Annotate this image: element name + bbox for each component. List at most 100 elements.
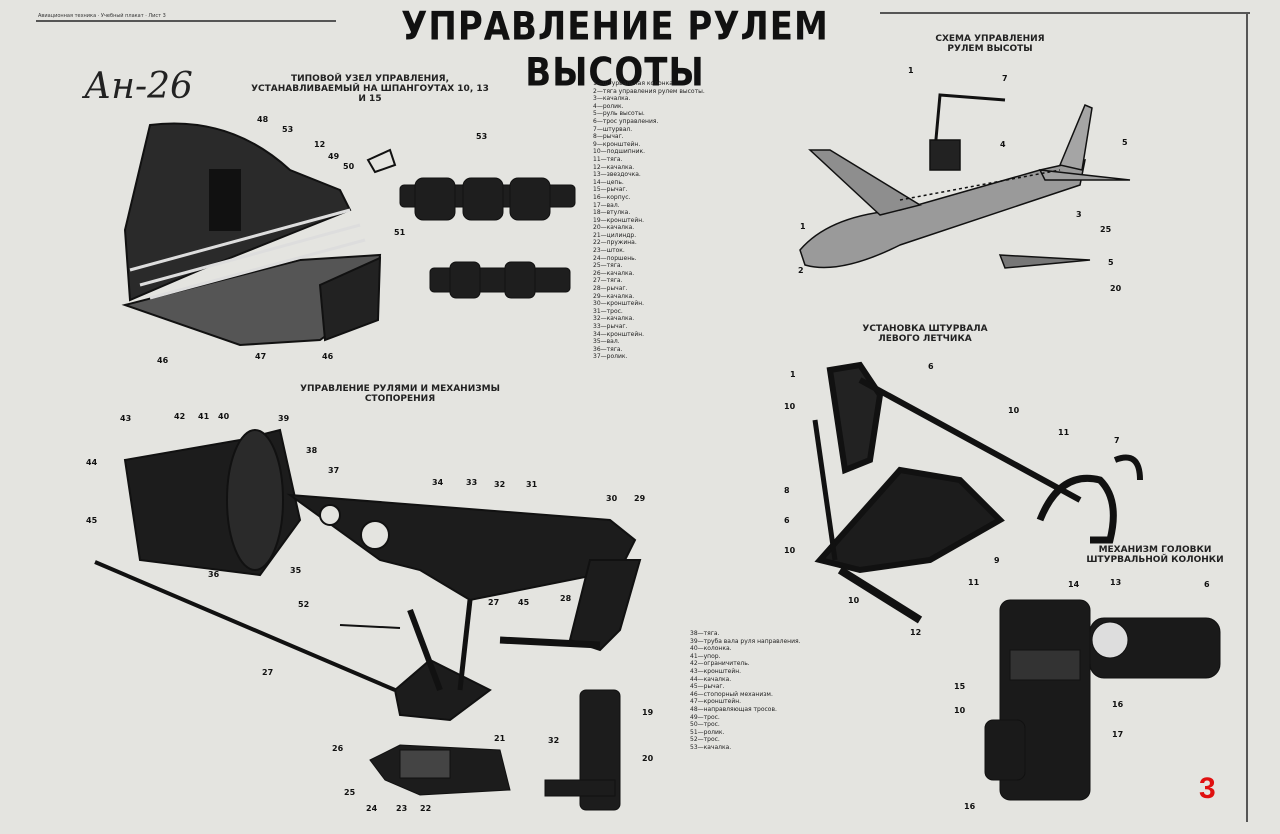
callout-unit-6: 51 [394, 228, 406, 237]
legend-item: 30—кронштейн. [593, 300, 645, 308]
legend-item: 17—вал. [593, 201, 620, 209]
callout-bottom-2: 24 [366, 804, 378, 813]
callout-rudder-17: 29 [634, 494, 646, 503]
callout-rudder-22: 45 [518, 598, 530, 607]
callout-column-6: 10 [954, 706, 966, 715]
callout-rudder-15: 31 [526, 480, 538, 489]
callout-unit-7: 46 [157, 356, 169, 365]
legend-item: 51—ролик. [690, 728, 725, 736]
callout-rudder-11: 35 [290, 566, 302, 575]
callout-wheel-4: 10 [1008, 406, 1020, 415]
legend-item: 39—труба вала руля направления. [690, 637, 801, 645]
legend-item: 37—ролик. [593, 353, 628, 361]
legend-item: 14—цепь. [593, 178, 624, 186]
callout-rudder-9: 45 [86, 516, 98, 525]
legend-item: 27—тяга. [593, 277, 623, 285]
frame-unit-drawing [121, 122, 382, 347]
callout-column-5: 16 [1112, 700, 1124, 709]
legend-item: 42—ограничитель. [690, 660, 750, 668]
callout-rudder-7: 37 [328, 466, 340, 475]
legend-item: 7—штурвал. [593, 125, 633, 133]
callout-rudder-19: 27 [488, 598, 500, 607]
legend-item: 36—тяга. [593, 345, 623, 353]
legend-item: 10—подшипник. [593, 148, 646, 156]
frame-top-line-left [36, 20, 336, 22]
callout-wheel-6: 7 [1114, 436, 1120, 445]
callout-wheel-12: 10 [848, 596, 860, 605]
callout-rudder-13: 33 [466, 478, 478, 487]
callout-scheme-3: 4 [1000, 140, 1006, 149]
legend-item: 32—качалка. [593, 315, 635, 323]
caption-elevator-scheme: СХЕМА УПРАВЛЕНИЯ РУЛЕМ ВЫСОТЫ [935, 34, 1045, 54]
callout-bottom-5: 21 [494, 734, 506, 743]
legend-item: 20—качалка. [593, 224, 635, 232]
legend-item: 41—упор. [690, 652, 721, 660]
callout-bottom-8: 20 [642, 754, 654, 763]
legend-item: 44—качалка. [690, 675, 732, 683]
callout-rudder-16: 30 [606, 494, 618, 503]
legend-item: 49—трос. [690, 713, 720, 721]
callout-unit-8: 47 [255, 352, 267, 361]
legend-item: 9—кронштейн. [593, 140, 641, 148]
callout-rudder-5: 39 [278, 414, 290, 423]
callout-wheel-9: 10 [784, 546, 796, 555]
left-pilot-wheel-drawing [812, 361, 1143, 624]
print-info: Авиационная техника · Учебный плакат · Л… [38, 13, 166, 19]
legend-item: 2—тяга управления рулем высоты. [593, 87, 705, 95]
legend-item: 12—качалка. [593, 163, 635, 171]
rudder-locking-drawing [94, 428, 642, 722]
legend-item: 19—кронштейн. [593, 216, 645, 224]
aircraft-model: Ан-26 [84, 66, 193, 107]
legend-item: 22—пружина. [593, 239, 637, 247]
callout-wheel-10: 9 [994, 556, 1000, 565]
legend-item: 35—вал. [593, 338, 620, 346]
callout-scheme-2: 7 [1002, 74, 1008, 83]
pulley-assembly [366, 148, 576, 299]
callout-wheel-2: 6 [928, 362, 934, 371]
legend-item: 29—качалка. [593, 292, 635, 300]
legend-item: 26—качалка. [593, 269, 635, 277]
legend-item: 28—рычаг. [593, 285, 628, 293]
bottom-parts-drawing [369, 689, 621, 811]
legend-item: 47—кронштейн. [690, 698, 742, 706]
callout-bottom-1: 25 [344, 788, 356, 797]
callout-wheel-5: 11 [1058, 428, 1070, 437]
callout-scheme-1: 1 [908, 66, 914, 75]
legend-top: 1—штурвальная колонка.2—тяга управления … [593, 80, 705, 361]
callout-rudder-18: 52 [298, 600, 310, 609]
callout-rudder-12: 34 [432, 478, 444, 487]
frame-top-line-right [880, 12, 1250, 14]
callout-scheme-6: 2 [798, 266, 804, 275]
callout-wheel-8: 6 [784, 516, 790, 525]
legend-item: 52—трос. [690, 736, 720, 744]
caption-frame-unit: ТИПОВОЙ УЗЕЛ УПРАВЛЕНИЯ, УСТАНАВЛИВАЕМЫЙ… [251, 74, 489, 104]
caption-left-pilot-wheel: УСТАНОВКА ШТУРВАЛА ЛЕВОГО ЛЕТЧИКА [862, 324, 988, 344]
legend-item: 6—трос управления. [593, 117, 659, 125]
legend-item: 40—колонка. [690, 645, 732, 653]
column-head-drawing [984, 599, 1221, 801]
legend-item: 34—кронштейн. [593, 330, 645, 338]
callout-scheme-9: 5 [1108, 258, 1114, 267]
callout-unit-2: 53 [282, 125, 294, 134]
frame-right-line [1246, 12, 1248, 822]
callout-bottom-7: 19 [642, 708, 654, 717]
caption-rudder-locking: УПРАВЛЕНИЕ РУЛЯМИ И МЕХАНИЗМЫ СТОПОРЕНИЯ [300, 384, 500, 404]
legend-item: 33—рычаг. [593, 323, 628, 330]
callout-wheel-3: 10 [784, 402, 796, 411]
caption-column-head: МЕХАНИЗМ ГОЛОВКИ ШТУРВАЛЬНОЙ КОЛОНКИ [1086, 545, 1224, 565]
legend-item: 13—звездочка. [593, 171, 641, 179]
callout-unit-10: 53 [476, 132, 488, 141]
callout-rudder-3: 41 [198, 412, 210, 421]
callout-unit-1: 48 [257, 115, 269, 124]
callout-wheel-13: 12 [910, 628, 922, 637]
aircraft-scheme [799, 93, 1131, 269]
legend-item: 18—втулка. [593, 209, 631, 217]
legend-item: 15—рычаг. [593, 186, 628, 194]
callout-rudder-23: 26 [332, 744, 344, 753]
callout-wheel-1: 1 [790, 370, 796, 379]
callout-rudder-4: 40 [218, 412, 230, 421]
callout-column-4: 15 [954, 682, 966, 691]
legend-item: 25—тяга. [593, 262, 623, 270]
